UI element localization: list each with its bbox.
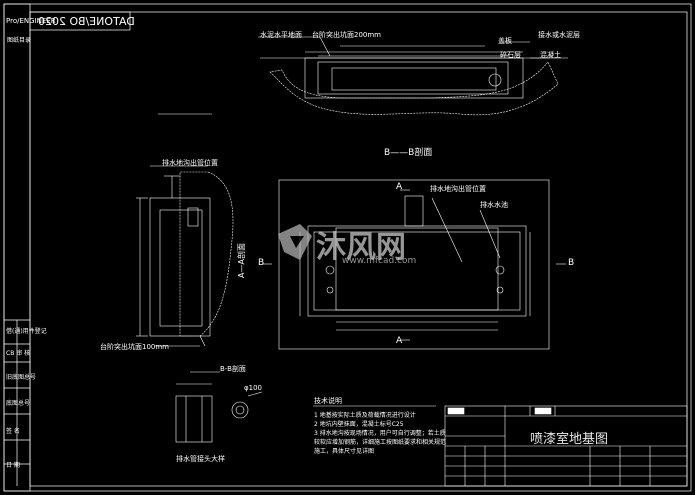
left-column-item-6: 日 期	[6, 462, 20, 469]
left-column-item-1: 借(通)用件登记	[6, 328, 47, 335]
section-label-concrete: 混凝土	[540, 51, 561, 59]
left-column-item-3: 旧底图总号	[6, 374, 37, 381]
plan-label-a-top: A	[396, 182, 403, 192]
plan-label-a-bottom: A	[396, 336, 403, 346]
title-block-grid	[444, 405, 688, 487]
section-label-water: 接水或水泥层	[538, 31, 580, 39]
plan-label-b-left: B	[258, 258, 265, 268]
tech-notes-line-2: 2 地坑内壁抹面，混凝土标号C25	[314, 421, 404, 428]
left-column-item-5: 签 名	[6, 428, 20, 435]
watermark-text: 沐风网	[316, 230, 406, 265]
section-label-cover: 盖板	[498, 37, 512, 45]
left-column-item-2: CB 审 核	[6, 350, 31, 357]
plan-label-aa-section: A—A剖面	[237, 243, 246, 278]
section-bb-title: B——B剖面	[384, 148, 433, 158]
tech-notes-title: 技术说明	[314, 397, 342, 405]
section-label-step: 台阶突出坑面200mm	[312, 31, 381, 39]
watermark-logo-icon	[278, 224, 312, 260]
section-bb	[158, 36, 568, 116]
plan-view	[262, 179, 566, 350]
tech-notes-line-5: 施工，具体尺寸见详图	[314, 448, 375, 455]
title-stamp-box	[29, 11, 131, 31]
left-column-top-label: 图纸目录	[7, 37, 32, 44]
left-column-item-4: 底图总号	[6, 400, 31, 407]
drawing-title: 喷漆室地基图	[530, 432, 609, 447]
pipe-detail	[175, 371, 263, 443]
left-detail-label-top: 排水地沟出管位置	[162, 159, 218, 167]
plan-label-drain: 排水地沟出管位置	[430, 185, 486, 193]
watermark-url: www.mfcad.com	[342, 256, 417, 266]
pipe-detail-note-2: B-B剖面	[220, 365, 246, 373]
left-detail-view	[136, 165, 234, 347]
pipe-detail-title: 排水管接头大样	[176, 455, 225, 463]
plan-label-b-right: B	[568, 258, 575, 268]
pipe-detail-note-1: φ100	[244, 384, 262, 392]
software-label: Pro/ENGINEER	[6, 17, 56, 25]
tech-notes-line-1: 1 地基按实际土质及荷载情况进行设计	[314, 412, 416, 419]
tech-notes-line-3: 3 排水地沟按现场情况，用户可自行调整；若土质	[314, 430, 446, 437]
section-label-gravel: 碎石层	[500, 51, 521, 59]
plan-label-pit: 排水水池	[480, 201, 508, 209]
tech-notes-line-4: 较软应增加钢筋，详细施工按图纸要求和相关规范	[314, 439, 447, 446]
left-column	[3, 3, 31, 492]
left-detail-label-bottom: 台阶突出坑面100mm	[100, 343, 169, 351]
section-label-floor: 水泥水平地面	[260, 31, 302, 39]
